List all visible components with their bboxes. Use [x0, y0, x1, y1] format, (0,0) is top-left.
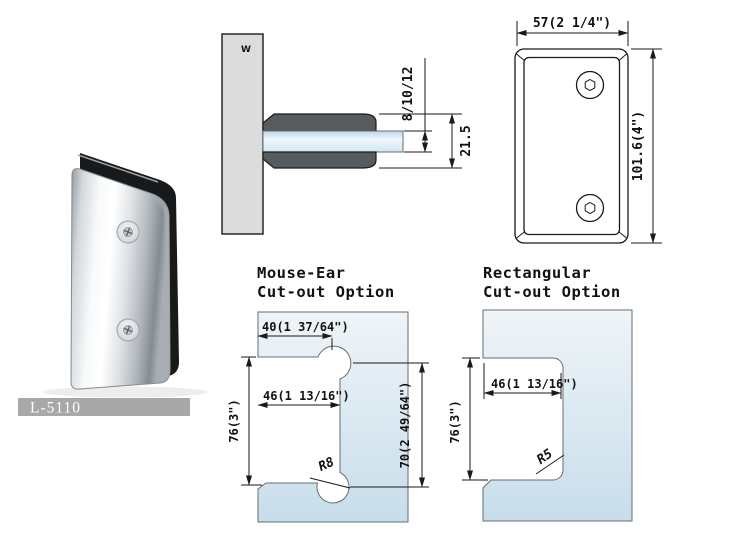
side-view-drawing: W 8/10/12 21.5: [221, 33, 474, 235]
cutout-depth-dimension-re: 46(1 13/16"): [483, 363, 578, 399]
extension-lines: [350, 362, 429, 488]
mouse-ear-title-line1: Mouse-Ear: [257, 264, 346, 282]
cutout-depth-label-me: 46(1 13/16"): [263, 389, 350, 403]
plate-outer-outline: [514, 48, 629, 244]
clamp-rounded-edge-highlight: [150, 193, 171, 383]
extension-lines: [631, 48, 662, 244]
cutout-depth-dimension-me: 46(1 13/16"): [257, 389, 350, 408]
rectangular-drawing: Rectangular Cut-out Option 46(1 13/16") …: [448, 264, 633, 522]
extension-lines: [241, 356, 262, 486]
front-view-drawing: 57(2 1/4") 101.6(4"): [514, 16, 662, 244]
mouse-ear-title-line2: Cut-out Option: [257, 283, 395, 301]
product-photo: L-5110: [18, 153, 207, 417]
screw-top: [116, 220, 140, 244]
ear-radius-label: R8: [316, 455, 337, 475]
cutout-height-label-re: 76(3"): [448, 400, 462, 443]
plate-height-label: 101.6(4"): [631, 111, 646, 181]
mouse-ear-drawing: Mouse-Ear Cut-out Option 40(1 37/64") 46…: [227, 264, 429, 523]
clamp-back-edge-highlight: [77, 154, 159, 183]
clamp-jaw-bottom: [262, 151, 377, 169]
between-ears-label: 70(2 49/64"): [398, 382, 412, 469]
extension-lines: [379, 113, 462, 169]
cutout-depth-label-re: 46(1 13/16"): [491, 377, 578, 391]
model-label-bar: [18, 398, 190, 416]
model-label: L-5110: [30, 400, 81, 417]
plate-inner-outline: [523, 56, 621, 236]
photo-shadow: [43, 386, 207, 398]
ear-offset-dimension: 40(1 37/64"): [257, 320, 349, 350]
glass-thickness-label: 8/10/12: [401, 67, 416, 122]
corner-radius-callout: R5: [534, 446, 565, 475]
glass-panel-mouse-ear: [257, 311, 409, 523]
clamp-jaw-top: [262, 113, 377, 132]
between-ears-dimension: 70(2 49/64"): [350, 362, 429, 488]
rectangular-title-line2: Cut-out Option: [483, 283, 621, 301]
wall-marker: W: [241, 45, 251, 55]
overall-depth-label: 21.5: [459, 125, 474, 156]
screw-bottom: [116, 318, 140, 342]
ear-offset-label: 40(1 37/64"): [262, 320, 349, 334]
rectangular-title-line1: Rectangular: [483, 264, 591, 282]
plate-width-label: 57(2 1/4"): [533, 16, 611, 31]
corner-bevel-lines: [516, 53, 627, 239]
glass-panel-side: [262, 130, 404, 153]
ear-radius-callout: R8: [309, 455, 351, 489]
screw-hole-top: [575, 70, 605, 100]
clamp-front-face: [70, 168, 171, 390]
glass-panel-rectangular: [482, 309, 633, 522]
corner-radius-label: R5: [534, 446, 556, 467]
plate-height-dimension: 101.6(4"): [631, 48, 662, 244]
glass-thickness-dimension: 8/10/12: [401, 58, 432, 153]
plate-width-dimension: 57(2 1/4"): [516, 16, 629, 46]
wall-plate: [221, 33, 264, 235]
cutout-height-dimension-me: 76(3"): [227, 356, 262, 486]
screw-hole-bottom: [575, 193, 605, 223]
cutout-height-dimension-re: 76(3"): [448, 357, 488, 481]
overall-depth-dimension: 21.5: [379, 113, 474, 169]
cutout-height-label-me: 76(3"): [227, 399, 241, 442]
